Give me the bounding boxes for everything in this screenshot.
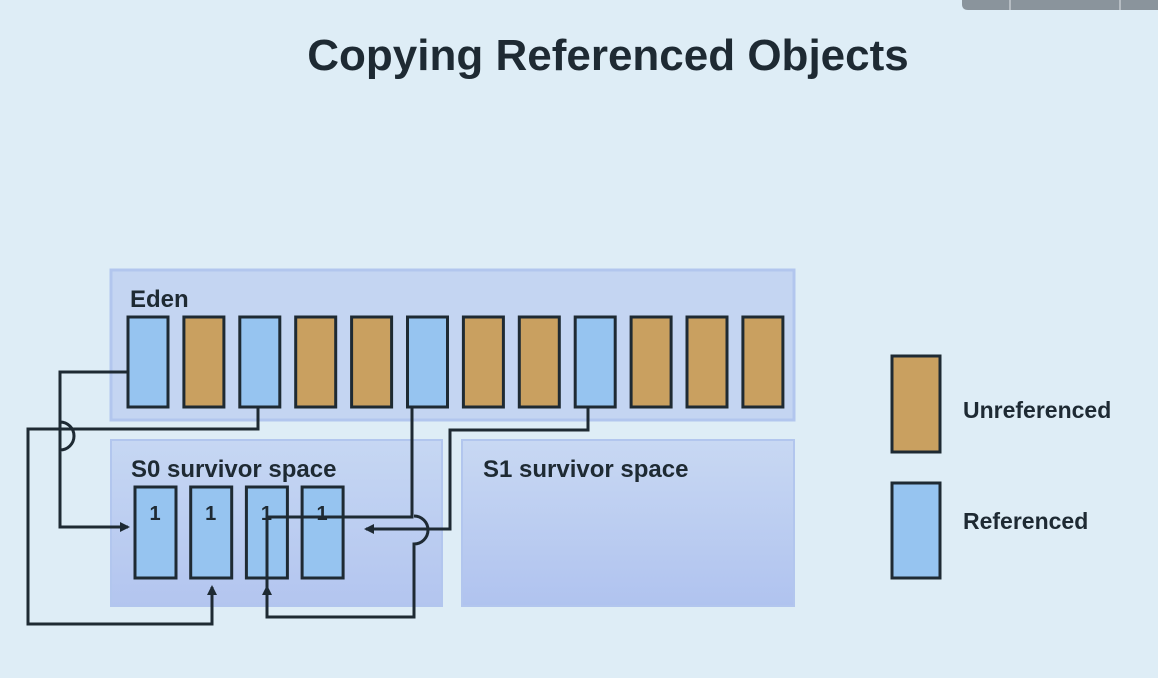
eden-label: Eden	[130, 286, 189, 313]
legend-referenced-label: Referenced	[963, 508, 1088, 534]
copy-arrow-2	[26, 408, 260, 626]
corner-tab	[962, 0, 1158, 10]
eden-object-unreferenced	[461, 315, 505, 409]
s1-survivor-region	[461, 439, 795, 607]
eden-object-referenced	[126, 315, 170, 409]
eden-object-unreferenced	[182, 315, 226, 409]
eden-object-unreferenced	[685, 315, 729, 409]
s0-object-age-label: 1	[205, 503, 216, 525]
eden-object-referenced	[238, 315, 282, 409]
eden-object-referenced	[573, 315, 617, 409]
copy-arrow-1	[58, 370, 128, 527]
legend-unreferenced-label: Unreferenced	[963, 397, 1111, 423]
eden-object-referenced	[406, 315, 449, 409]
copy-arrow-3	[265, 408, 430, 619]
s0-survivor-label: S0 survivor space	[131, 456, 336, 483]
eden-object-unreferenced	[517, 315, 561, 409]
s0-object-age-label: 1	[317, 503, 328, 525]
eden-object-unreferenced	[629, 315, 673, 409]
copy-arrow-4	[364, 408, 590, 534]
s1-survivor-label: S1 survivor space	[483, 456, 688, 483]
eden-object-unreferenced	[294, 315, 338, 409]
s0-object-age-label: 1	[149, 503, 160, 525]
eden-object-unreferenced	[741, 315, 785, 409]
eden-objects	[126, 315, 785, 409]
s0-object-age-label: 1	[261, 503, 272, 525]
page-title: Copying Referenced Objects	[307, 31, 908, 80]
legend-unreferenced-swatch	[890, 354, 942, 454]
s0-object-referenced	[189, 485, 234, 580]
eden-object-unreferenced	[350, 315, 394, 409]
s0-object-referenced	[300, 485, 345, 580]
legend-referenced-swatch	[890, 481, 942, 580]
s0-object-referenced	[133, 485, 178, 580]
